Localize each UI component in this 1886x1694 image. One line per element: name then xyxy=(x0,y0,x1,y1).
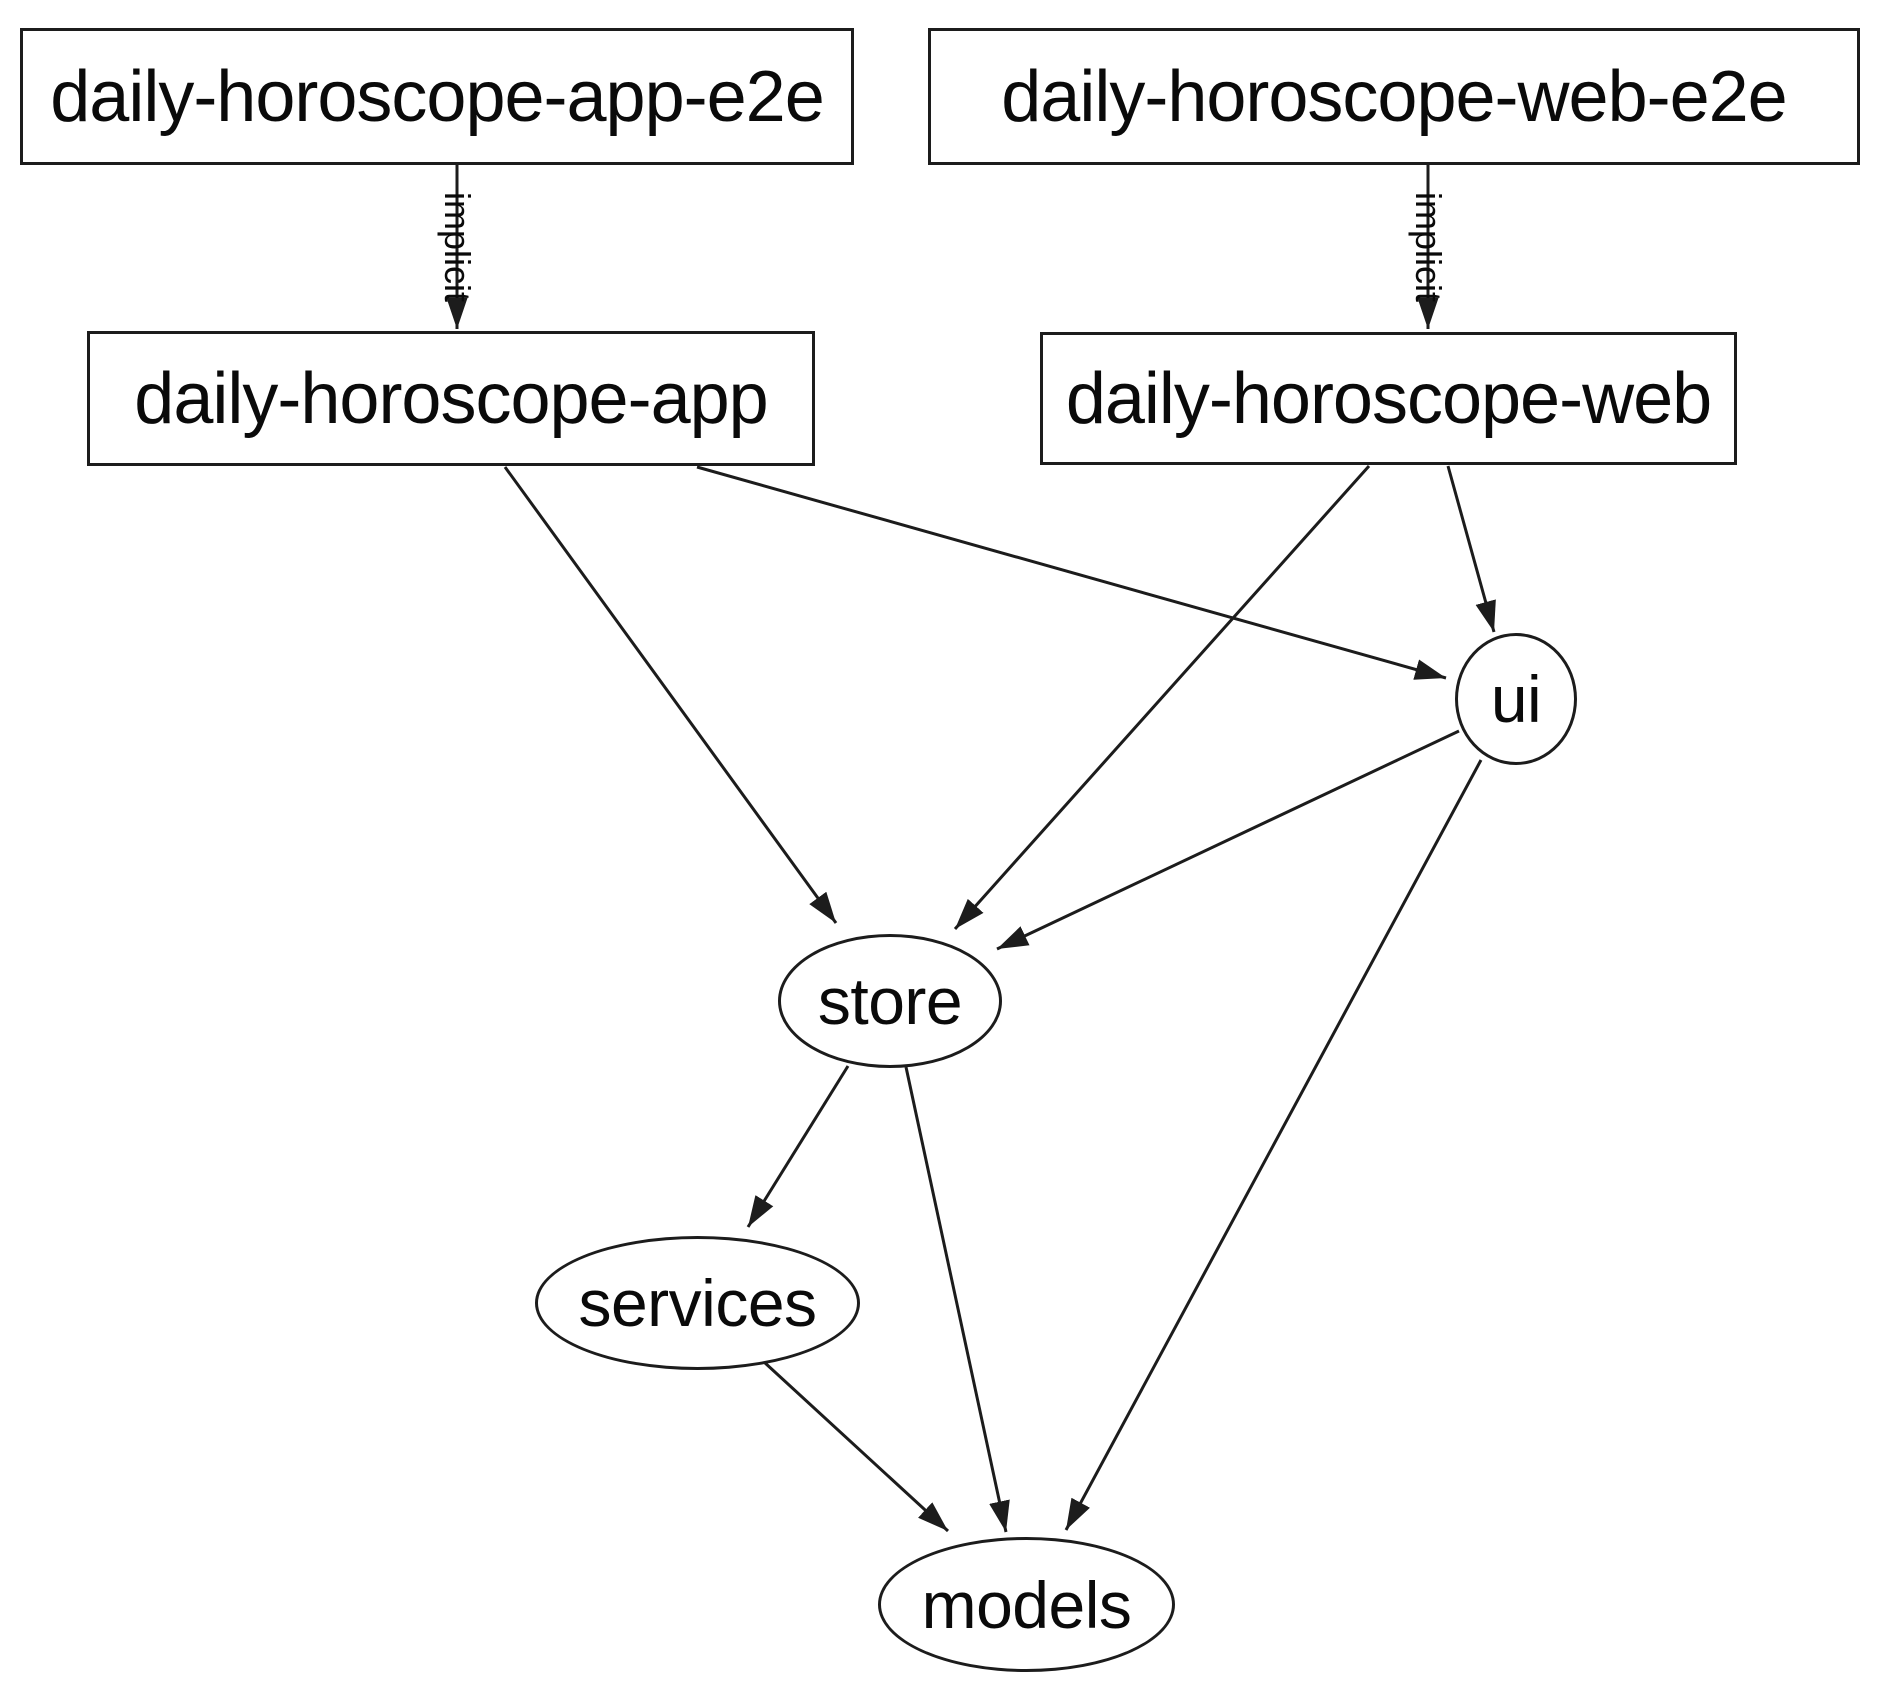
node-daily-horoscope-web: daily-horoscope-web xyxy=(1040,332,1737,465)
node-label: daily-horoscope-web-e2e xyxy=(1001,56,1787,137)
node-daily-horoscope-app-e2e: daily-horoscope-app-e2e xyxy=(20,28,854,165)
node-label: ui xyxy=(1490,662,1542,736)
node-label: services xyxy=(578,1266,817,1340)
edge-ui-to-models xyxy=(1064,759,1483,1531)
node-daily-horoscope-web-e2e: daily-horoscope-web-e2e xyxy=(928,28,1860,165)
edge-label-implicit-web: implicit xyxy=(1408,191,1449,303)
node-label: daily-horoscope-app-e2e xyxy=(50,56,824,137)
edge-label-implicit-app: implicit xyxy=(437,191,478,303)
node-label: models xyxy=(921,1567,1132,1642)
node-label: daily-horoscope-app xyxy=(134,358,768,439)
node-label: store xyxy=(817,964,963,1038)
edge-web-to-ui xyxy=(1446,465,1496,633)
edge-app-to-ui xyxy=(696,465,1447,680)
edge-app-to-store xyxy=(503,466,838,924)
edge-store-to-services xyxy=(746,1065,850,1228)
node-label: daily-horoscope-web xyxy=(1065,358,1712,439)
node-ui: ui xyxy=(1455,633,1577,765)
node-services: services xyxy=(535,1236,860,1370)
edge-store-to-models xyxy=(904,1066,1010,1533)
edge-services-to-models xyxy=(762,1360,950,1533)
node-models: models xyxy=(878,1537,1175,1672)
edge-ui-to-store xyxy=(996,729,1460,951)
node-daily-horoscope-app: daily-horoscope-app xyxy=(87,331,815,466)
edge-web-to-store xyxy=(953,465,1371,930)
node-store: store xyxy=(778,934,1002,1068)
